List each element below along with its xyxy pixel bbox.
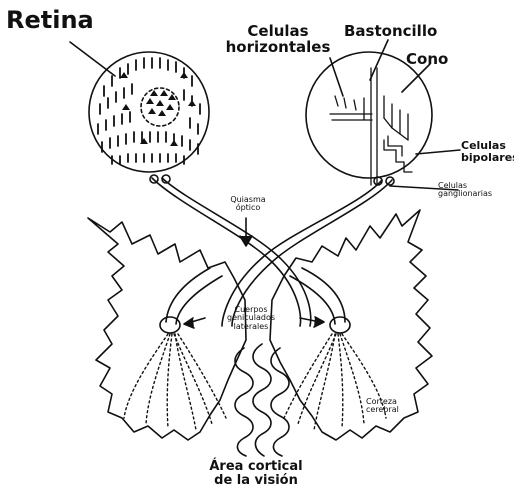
optic-tract-left xyxy=(166,268,210,322)
visual-cortex-line2: de la visión xyxy=(186,474,326,488)
ganglion-cells-line2: ganglionarias xyxy=(438,190,492,198)
cerebral-cortex-label: Corteza cerebral xyxy=(366,398,399,415)
cortical-fold-left xyxy=(235,348,253,456)
optic-chiasm-label: Quiasma óptico xyxy=(222,196,274,213)
radiation-right-4 xyxy=(314,334,335,430)
bipolar-cells-label: Celulas bipolares xyxy=(461,140,514,163)
cone-label: Cono xyxy=(406,52,448,68)
retina-label: Retina xyxy=(6,8,94,33)
rod-pointer xyxy=(370,40,388,80)
bipolar-pointer xyxy=(416,150,460,154)
horizontal-cells-line2: horizontales xyxy=(222,40,334,56)
radiation-left-6 xyxy=(174,334,212,424)
cerebral-cortex-line2: cerebral xyxy=(366,406,399,414)
cortical-fold-mid xyxy=(253,344,271,456)
radiation-left-4 xyxy=(175,334,196,430)
visual-cortex-label: Área cortical de la visión xyxy=(186,460,326,487)
rod-label: Bastoncillo xyxy=(344,24,437,40)
retina-pointer xyxy=(70,42,115,76)
radiation-left-5 xyxy=(178,334,226,418)
fovea-dashed-circle xyxy=(141,88,179,126)
optic-tract-right xyxy=(302,268,345,322)
radiation-right-3 xyxy=(338,334,343,428)
cortical-fold-right xyxy=(271,348,289,456)
geniculate-right-arrowhead xyxy=(314,317,324,327)
horizontal-cells-pointer xyxy=(330,58,343,96)
geniculate-bodies-label: Cuerpos geniculados laterales xyxy=(210,306,292,331)
radiation-right-5 xyxy=(284,334,332,418)
retina-right-circle xyxy=(306,52,432,178)
radiation-right-6 xyxy=(298,334,336,424)
radiation-left-3 xyxy=(167,334,172,428)
bipolar-cells-line1: Celulas xyxy=(461,140,514,152)
bipolar-cells-line2: bipolares xyxy=(461,152,514,164)
geniculate-right xyxy=(330,317,350,333)
optic-chiasm-line2: óptico xyxy=(222,204,274,212)
radiation-left-1 xyxy=(124,334,168,418)
geniculate-left xyxy=(160,317,180,333)
horizontal-cells-label: Celulas horizontales xyxy=(222,24,334,56)
visual-cortex-line1: Área cortical xyxy=(186,460,326,474)
geniculate-left-arrowhead xyxy=(184,318,194,328)
geniculate-bodies-line3: laterales xyxy=(210,323,292,331)
ganglion-cells-label: Celulas ganglionarias xyxy=(438,182,492,199)
